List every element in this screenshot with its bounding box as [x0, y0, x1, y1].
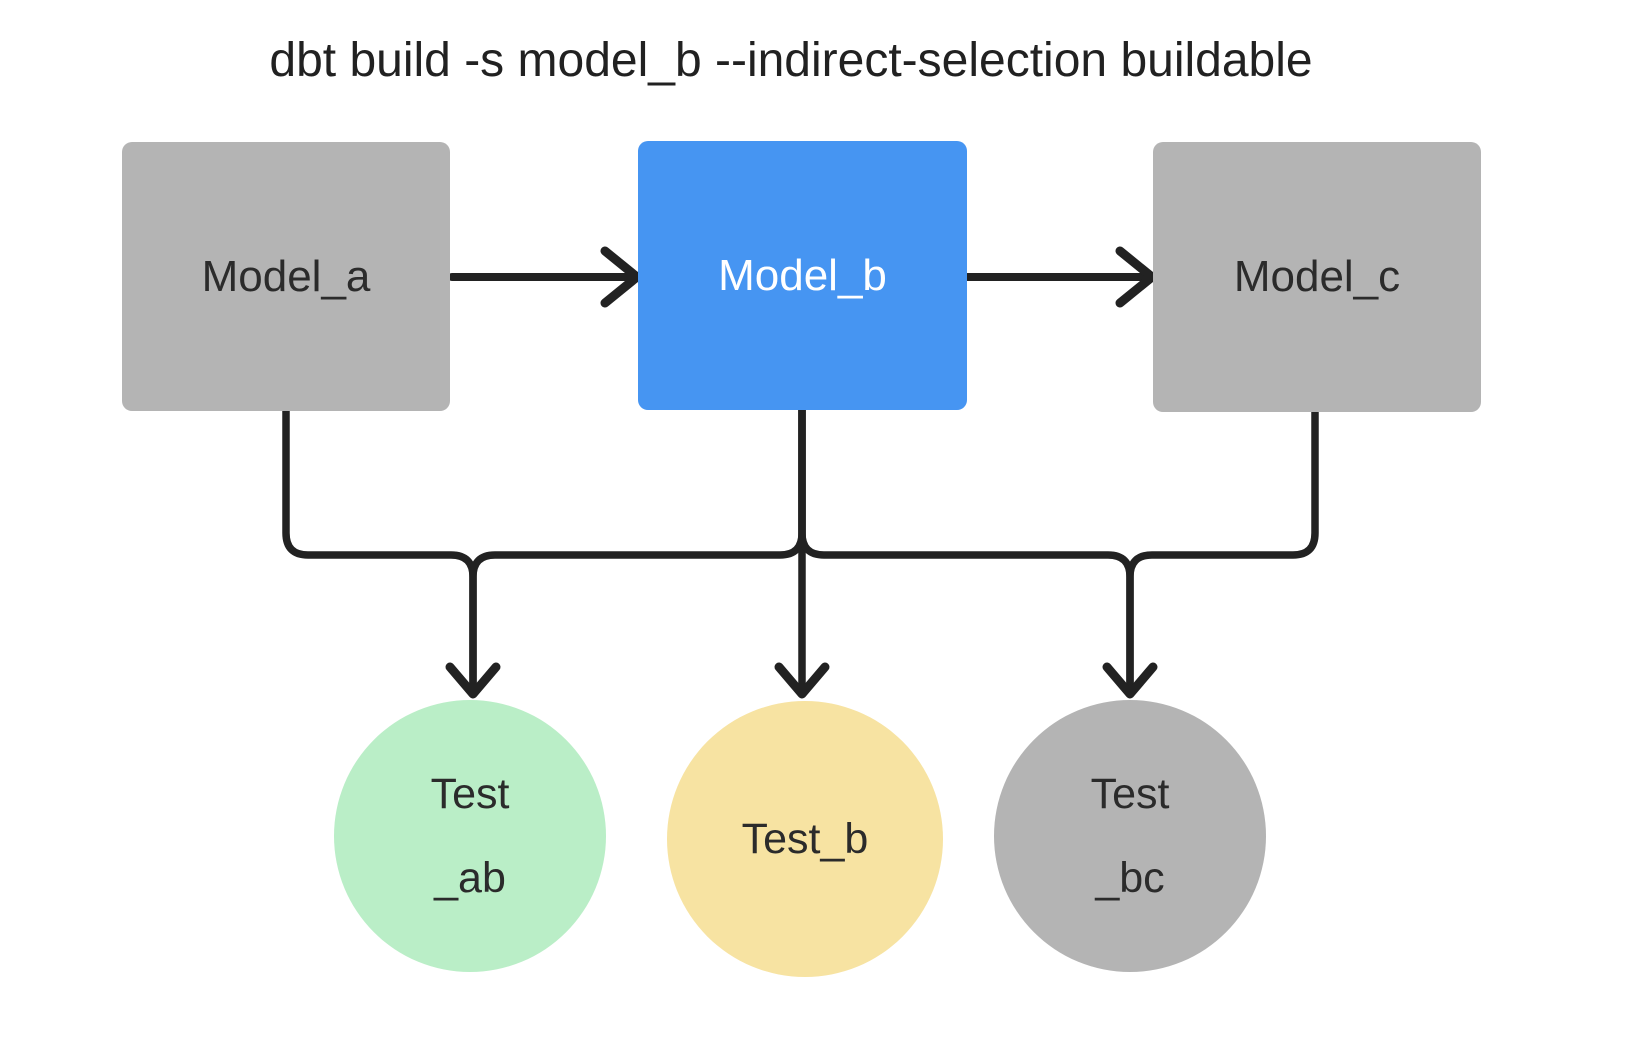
node-test-b: Test_b: [667, 701, 943, 977]
node-test-bc-label-line2: _bc: [1095, 854, 1165, 902]
node-model-c-label: Model_c: [1233, 252, 1401, 301]
edge-model-c-to-test-bc: [1126, 403, 1319, 694]
node-test-bc: Test _bc: [994, 700, 1266, 972]
edge-model-b-to-test-bc: [798, 403, 1134, 694]
node-model-a-label: Model_a: [201, 251, 371, 301]
node-test-b-label-line1: Test_b: [741, 815, 869, 863]
arrowhead-model-b-icon: [600, 246, 642, 308]
node-test-ab: Test _ab: [334, 700, 606, 972]
node-model-b-label: Model_b: [718, 250, 887, 300]
node-test-bc-label-line1: Test: [1090, 770, 1170, 818]
arrowhead-test-b-icon: [774, 662, 830, 699]
arrowhead-model-c-icon: [1115, 246, 1157, 308]
node-model-c: Model_c: [1153, 142, 1481, 412]
arrowhead-test-ab-icon: [445, 662, 501, 699]
edge-model-b-to-test-ab: [469, 403, 806, 694]
node-model-a: Model_a: [122, 142, 450, 411]
node-model-b: Model_b: [638, 141, 967, 410]
node-test-ab-label-line1: Test: [430, 770, 510, 818]
diagram-title: dbt build -s model_b --indirect-selectio…: [269, 34, 1313, 87]
edge-model-a-to-test-ab: [282, 403, 477, 694]
node-test-ab-label-line2: _ab: [434, 854, 506, 902]
arrowhead-test-bc-icon: [1102, 662, 1158, 699]
